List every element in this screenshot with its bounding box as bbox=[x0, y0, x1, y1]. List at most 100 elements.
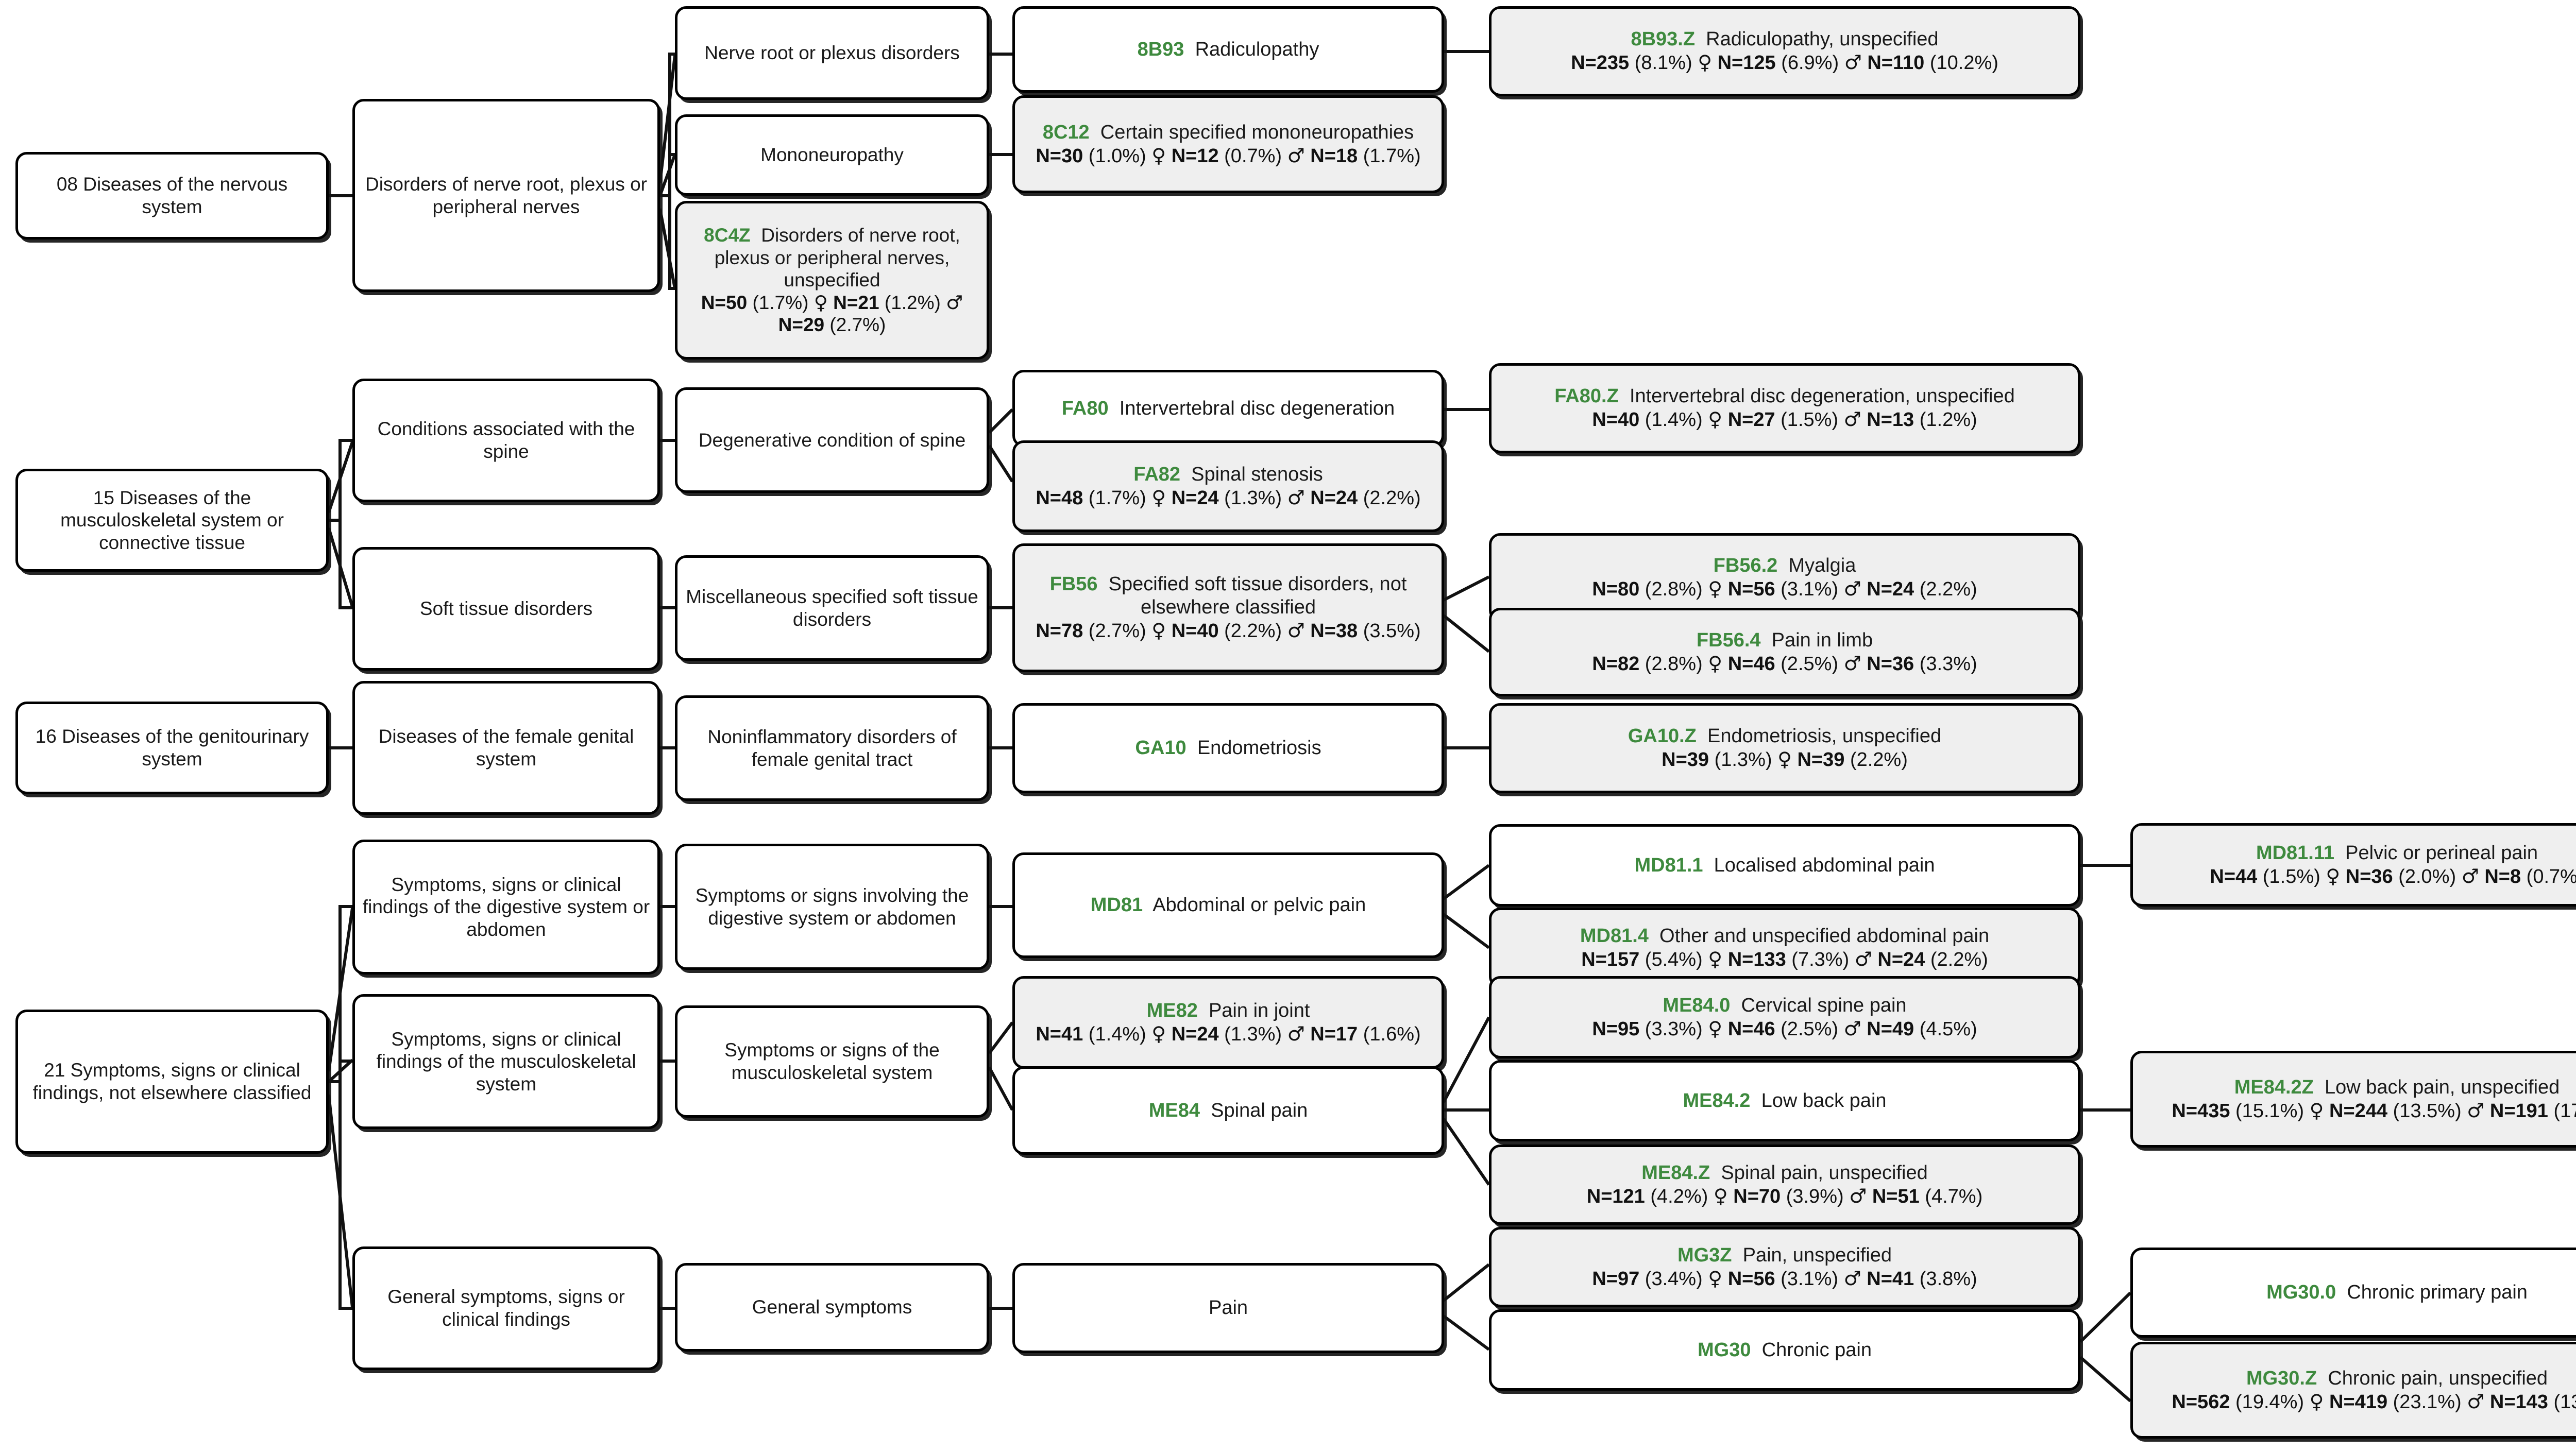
subblock-label-nerve-root-plexus-disorders: Nerve root or plexus disorders bbox=[704, 42, 960, 64]
code-node-FB56-content: FB56 Specified soft tissue disorders, no… bbox=[1022, 573, 1434, 642]
code-node-GA10Z-content: GA10.Z Endometriosis, unspecified N=39 (… bbox=[1499, 725, 2071, 772]
chapter-node-16[interactable]: 16 Diseases of the genitourinary system bbox=[15, 702, 329, 794]
title-label-ME84: Spinal pain bbox=[1211, 1099, 1308, 1121]
code-node-MD8111-content: MD81.11 Pelvic or perineal pain N=44 (1.… bbox=[2140, 842, 2576, 889]
title-label-8C4Z: Disorders of nerve root, plexus or perip… bbox=[714, 224, 960, 291]
code-label-GA10: GA10 bbox=[1135, 737, 1192, 759]
title-label-8B93: Radiculopathy bbox=[1195, 38, 1319, 60]
code-node-ME84Z[interactable]: ME84.Z Spinal pain, unspecified N=121 (4… bbox=[1489, 1144, 2080, 1225]
title-label-FA80: Intervertebral disc degeneration bbox=[1119, 397, 1395, 419]
code-node-8B93[interactable]: 8B93 Radiculopathy bbox=[1012, 6, 1444, 93]
title-label-MG3Z: Pain, unspecified bbox=[1742, 1244, 1892, 1266]
code-node-MD814[interactable]: MD81.4 Other and unspecified abdominal p… bbox=[1489, 908, 2080, 988]
code-node-FA80[interactable]: FA80 Intervertebral disc degeneration bbox=[1012, 370, 1444, 447]
code-label-ME82: ME82 bbox=[1146, 999, 1204, 1021]
code-node-FA82[interactable]: FA82 Spinal stenosis N=48 (1.7%) ♀ N=24 … bbox=[1012, 440, 1444, 532]
chapter-label-16: 16 Diseases of the genitourinary system bbox=[35, 726, 309, 770]
code-node-8C4Z[interactable]: 8C4Z Disorders of nerve root, plexus or … bbox=[675, 201, 989, 360]
stats-ME84Z: N=121 (4.2%) ♀ N=70 (3.9%) ♂ N=51 (4.7%) bbox=[1586, 1184, 1983, 1207]
block-node-nerve-root-plexus[interactable]: Disorders of nerve root, plexus or perip… bbox=[352, 99, 660, 292]
code-node-FB562[interactable]: FB56.2 Myalgia N=80 (2.8%) ♀ N=56 (3.1%)… bbox=[1489, 533, 2080, 622]
subblock-node-noninflammatory-female-genital[interactable]: Noninflammatory disorders of female geni… bbox=[675, 695, 989, 801]
title-label-ME82: Pain in joint bbox=[1208, 999, 1310, 1021]
code-node-FA80-content: FA80 Intervertebral disc degeneration bbox=[1022, 397, 1434, 420]
title-label-MD814: Other and unspecified abdominal pain bbox=[1659, 925, 1990, 947]
code-node-MG3Z[interactable]: MG3Z Pain, unspecified N=97 (3.4%) ♀ N=5… bbox=[1489, 1227, 2080, 1307]
chapter-label-15: 15 Diseases of the musculoskeletal syste… bbox=[60, 487, 284, 553]
block-node-conditions-spine[interactable]: Conditions associated with the spine bbox=[352, 379, 660, 502]
subblock-node-nerve-root-plexus-disorders[interactable]: Nerve root or plexus disorders bbox=[675, 6, 989, 100]
title-label-MG30Z: Chronic pain, unspecified bbox=[2328, 1367, 2548, 1389]
code-node-FA80Z-content: FA80.Z Intervertebral disc degeneration,… bbox=[1499, 385, 2071, 432]
code-node-MG30Z[interactable]: MG30.Z Chronic pain, unspecified N=562 (… bbox=[2130, 1342, 2576, 1439]
chapter-node-21[interactable]: 21 Symptoms, signs or clinical findings,… bbox=[15, 1010, 329, 1154]
code-label-MG300: MG30.0 bbox=[2266, 1282, 2342, 1304]
code-node-ME842[interactable]: ME84.2 Low back pain bbox=[1489, 1060, 2080, 1141]
code-node-ME82[interactable]: ME82 Pain in joint N=41 (1.4%) ♀ N=24 (1… bbox=[1012, 976, 1444, 1069]
code-node-FB564[interactable]: FB56.4 Pain in limb N=82 (2.8%) ♀ N=46 (… bbox=[1489, 608, 2080, 696]
subblock-node-digestive-signs[interactable]: Symptoms or signs involving the digestiv… bbox=[675, 844, 989, 970]
subblock-node-mononeuropathy[interactable]: Mononeuropathy bbox=[675, 114, 989, 196]
stats-FA82: N=48 (1.7%) ♀ N=24 (1.3%) ♂ N=24 (2.2%) bbox=[1036, 486, 1421, 509]
stats-ME82: N=41 (1.4%) ♀ N=24 (1.3%) ♂ N=17 (1.6%) bbox=[1036, 1022, 1421, 1045]
block-node-female-genital-system[interactable]: Diseases of the female genital system bbox=[352, 681, 660, 815]
code-node-8B93Z-content: 8B93.Z Radiculopathy, unspecified N=235 … bbox=[1499, 28, 2071, 75]
subblock-node-general-symptoms[interactable]: General symptoms bbox=[675, 1263, 989, 1352]
code-label-FA82: FA82 bbox=[1133, 463, 1186, 485]
code-node-ME840[interactable]: ME84.0 Cervical spine pain N=95 (3.3%) ♀… bbox=[1489, 976, 2080, 1058]
code-label-MD8111: MD81.11 bbox=[2256, 842, 2340, 864]
subblock-label-digestive-signs: Symptoms or signs involving the digestiv… bbox=[695, 884, 969, 929]
stats-FB562: N=80 (2.8%) ♀ N=56 (3.1%) ♂ N=24 (2.2%) bbox=[1592, 577, 1977, 600]
stats-MD814: N=157 (5.4%) ♀ N=133 (7.3%) ♂ N=24 (2.2%… bbox=[1581, 947, 1988, 970]
code-node-GA10Z[interactable]: GA10.Z Endometriosis, unspecified N=39 (… bbox=[1489, 703, 2080, 793]
chapter-node-15[interactable]: 15 Diseases of the musculoskeletal syste… bbox=[15, 469, 329, 572]
code-node-ME82-content: ME82 Pain in joint N=41 (1.4%) ♀ N=24 (1… bbox=[1022, 999, 1434, 1046]
subblock-node-msk-signs[interactable]: Symptoms or signs of the musculoskeletal… bbox=[675, 1005, 989, 1118]
subblock-label-degenerative-spine: Degenerative condition of spine bbox=[698, 429, 966, 451]
code-label-ME84: ME84 bbox=[1148, 1099, 1206, 1121]
block-node-digestive-symptoms[interactable]: Symptoms, signs or clinical findings of … bbox=[352, 840, 660, 975]
code-node-8C12[interactable]: 8C12 Certain specified mononeuropathies … bbox=[1012, 95, 1444, 193]
code-node-MD8111[interactable]: MD81.11 Pelvic or perineal pain N=44 (1.… bbox=[2130, 823, 2576, 907]
title-label-MG30: Chronic pain bbox=[1761, 1339, 1872, 1361]
code-label-ME84Z: ME84.Z bbox=[1641, 1161, 1716, 1184]
code-node-FA82-content: FA82 Spinal stenosis N=48 (1.7%) ♀ N=24 … bbox=[1022, 463, 1434, 510]
subblock-node-degenerative-spine[interactable]: Degenerative condition of spine bbox=[675, 387, 989, 493]
code-node-8B93Z[interactable]: 8B93.Z Radiculopathy, unspecified N=235 … bbox=[1489, 6, 2080, 96]
code-label-FA80Z: FA80.Z bbox=[1554, 385, 1624, 407]
code-label-8B93: 8B93 bbox=[1137, 38, 1190, 60]
title-label-FB564: Pain in limb bbox=[1771, 629, 1873, 651]
code-node-FB564-content: FB56.4 Pain in limb N=82 (2.8%) ♀ N=46 (… bbox=[1499, 629, 2071, 676]
code-node-FA80Z[interactable]: FA80.Z Intervertebral disc degeneration,… bbox=[1489, 363, 2080, 453]
title-label-GA10Z: Endometriosis, unspecified bbox=[1707, 725, 1942, 747]
stats-ME840: N=95 (3.3%) ♀ N=46 (2.5%) ♂ N=49 (4.5%) bbox=[1592, 1017, 1977, 1040]
code-node-ME842Z[interactable]: ME84.2Z Low back pain, unspecified N=435… bbox=[2130, 1051, 2576, 1148]
block-node-soft-tissue-disorders[interactable]: Soft tissue disorders bbox=[352, 547, 660, 671]
code-label-MG3Z: MG3Z bbox=[1677, 1244, 1738, 1266]
block-label-conditions-spine: Conditions associated with the spine bbox=[377, 418, 635, 462]
title-label-MG300: Chronic primary pain bbox=[2347, 1282, 2528, 1304]
code-node-MD81-content: MD81 Abdominal or pelvic pain bbox=[1022, 894, 1434, 917]
code-node-MD811[interactable]: MD81.1 Localised abdominal pain bbox=[1489, 824, 2080, 907]
code-label-MD814: MD81.4 bbox=[1580, 925, 1654, 947]
subblock-node-misc-soft-tissue[interactable]: Miscellaneous specified soft tissue diso… bbox=[675, 555, 989, 661]
block-node-msk-symptoms[interactable]: Symptoms, signs or clinical findings of … bbox=[352, 994, 660, 1129]
stats-FB564: N=82 (2.8%) ♀ N=46 (2.5%) ♂ N=36 (3.3%) bbox=[1592, 652, 1977, 675]
block-node-general-symptoms[interactable]: General symptoms, signs or clinical find… bbox=[352, 1246, 660, 1370]
code-node-MD81[interactable]: MD81 Abdominal or pelvic pain bbox=[1012, 852, 1444, 958]
code-node-ME84[interactable]: ME84 Spinal pain bbox=[1012, 1066, 1444, 1155]
code-node-GA10[interactable]: GA10 Endometriosis bbox=[1012, 703, 1444, 793]
title-label-FB562: Myalgia bbox=[1788, 554, 1856, 576]
chapter-node-08[interactable]: 08 Diseases of the nervous system bbox=[15, 152, 329, 240]
code-label-FB56: FB56 bbox=[1049, 573, 1104, 595]
code-label-ME840: ME84.0 bbox=[1663, 994, 1736, 1016]
block-label-digestive-symptoms: Symptoms, signs or clinical findings of … bbox=[362, 874, 650, 940]
code-node-ME842Z-content: ME84.2Z Low back pain, unspecified N=435… bbox=[2140, 1076, 2576, 1123]
code-node-MG30[interactable]: MG30 Chronic pain bbox=[1489, 1309, 2080, 1391]
title-label-MD81: Abdominal or pelvic pain bbox=[1153, 894, 1366, 916]
code-node-MG300[interactable]: MG30.0 Chronic primary pain bbox=[2130, 1248, 2576, 1338]
code-node-pain[interactable]: Pain bbox=[1012, 1263, 1444, 1353]
block-label-nerve-root-plexus: Disorders of nerve root, plexus or perip… bbox=[365, 173, 647, 217]
code-node-FB56[interactable]: FB56 Specified soft tissue disorders, no… bbox=[1012, 543, 1444, 672]
code-label-FA80: FA80 bbox=[1061, 397, 1114, 419]
